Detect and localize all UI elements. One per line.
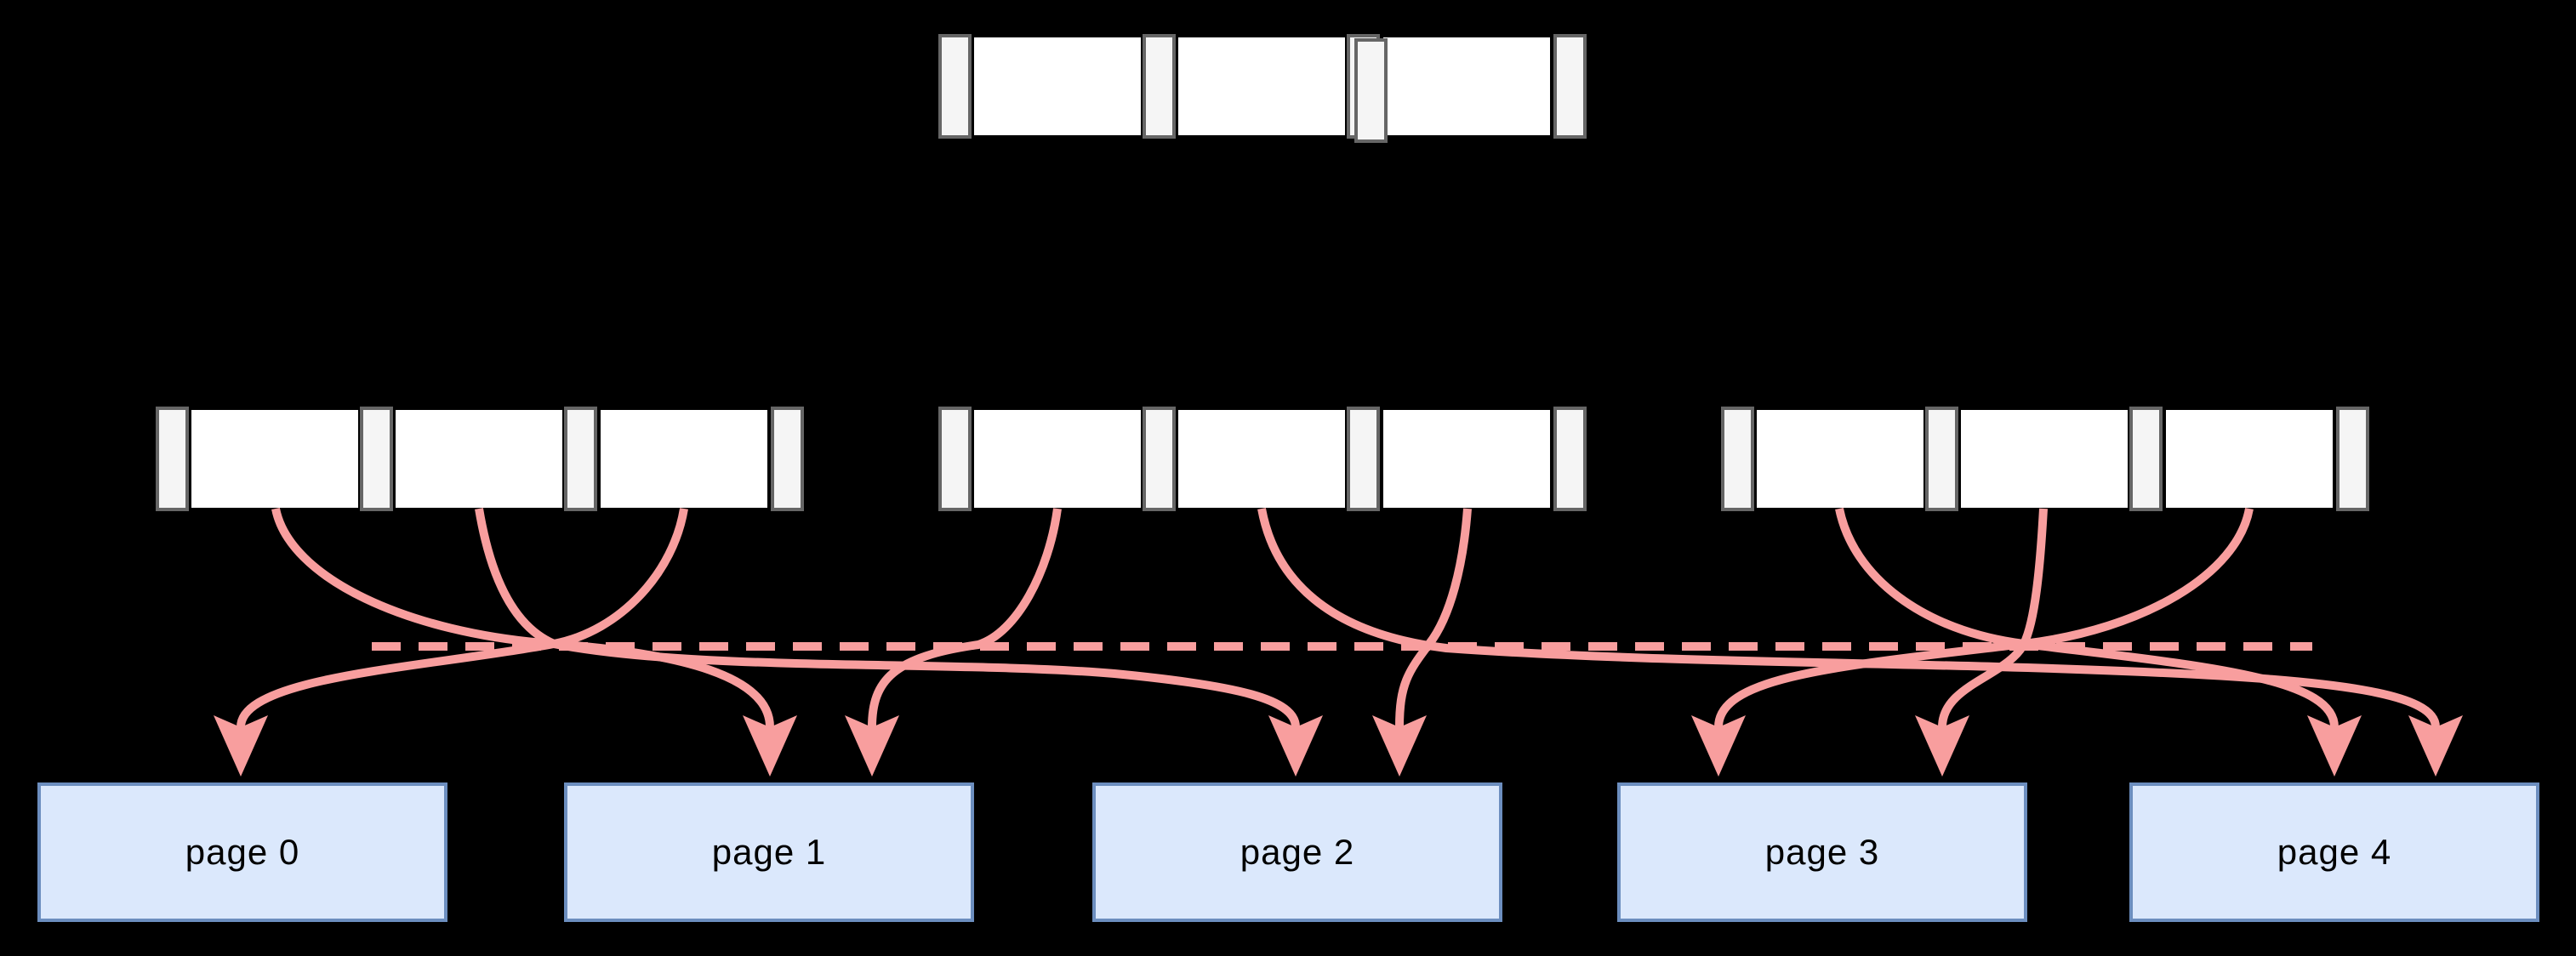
pointer-arrow-internal-0-cell-2 <box>214 508 688 777</box>
internal-node-0 <box>156 407 804 511</box>
pointer-slot-0 <box>938 34 972 139</box>
pointer-slot-1 <box>1925 407 1958 511</box>
pointer-arrow-internal-1-cell-1 <box>1257 508 2463 777</box>
key-cell-0 <box>1757 410 1923 508</box>
pointer-slot-3 <box>771 407 804 511</box>
pointer-arrow-internal-0-cell-0 <box>271 507 797 777</box>
pointer-arrow-internal-2-cell-2 <box>1691 508 2254 777</box>
key-cell-0 <box>974 410 1141 508</box>
page-label: page 3 <box>1764 832 1880 872</box>
pointer-slot-0 <box>156 407 189 511</box>
key-cell-2 <box>1383 410 1550 508</box>
pointer-slot-0 <box>938 407 972 511</box>
pointer-slot-overlap-artifact <box>1354 38 1388 143</box>
root-node <box>938 34 1587 143</box>
pointer-arrow-internal-1-cell-2 <box>1372 508 1472 777</box>
key-cell-1 <box>1178 410 1345 508</box>
pointer-slot-1 <box>1143 34 1176 139</box>
key-cell-1 <box>1178 37 1345 135</box>
pointer-slot-3 <box>1553 407 1587 511</box>
internal-node-2 <box>1721 407 2369 511</box>
pointer-slot-1 <box>1143 407 1176 511</box>
page-box-0: page 0 <box>37 782 447 922</box>
page-label: page 1 <box>711 832 827 872</box>
pointer-slot-0 <box>1721 407 1754 511</box>
page-box-1: page 1 <box>564 782 974 922</box>
internal-node-1 <box>938 407 1587 511</box>
pointer-arrow-internal-2-cell-1 <box>1915 508 2048 777</box>
key-cell-2 <box>601 410 767 508</box>
page-box-3: page 3 <box>1617 782 2027 922</box>
key-cell-2 <box>1383 37 1550 135</box>
page-box-2: page 2 <box>1092 782 1502 922</box>
page-label: page 4 <box>2277 832 2392 872</box>
key-cell-1 <box>396 410 562 508</box>
pointer-slot-3 <box>2336 407 2369 511</box>
key-cell-2 <box>2166 410 2333 508</box>
pointer-arrow-internal-2-cell-0 <box>1835 508 2362 777</box>
key-cell-0 <box>191 410 358 508</box>
pointer-arrow-internal-0-cell-1 <box>475 508 1323 777</box>
pointer-slot-1 <box>360 407 393 511</box>
pointer-arrow-internal-1-cell-0 <box>845 508 1062 777</box>
page-box-4: page 4 <box>2129 782 2539 922</box>
pointer-slot-2 <box>564 407 597 511</box>
page-label: page 2 <box>1240 832 1355 872</box>
page-label: page 0 <box>185 832 300 872</box>
pointer-slot-3 <box>1553 34 1587 139</box>
pointer-slot-2 <box>2129 407 2163 511</box>
pointer-slot-2 <box>1347 407 1380 511</box>
key-cell-0 <box>974 37 1141 135</box>
key-cell-1 <box>1961 410 2128 508</box>
